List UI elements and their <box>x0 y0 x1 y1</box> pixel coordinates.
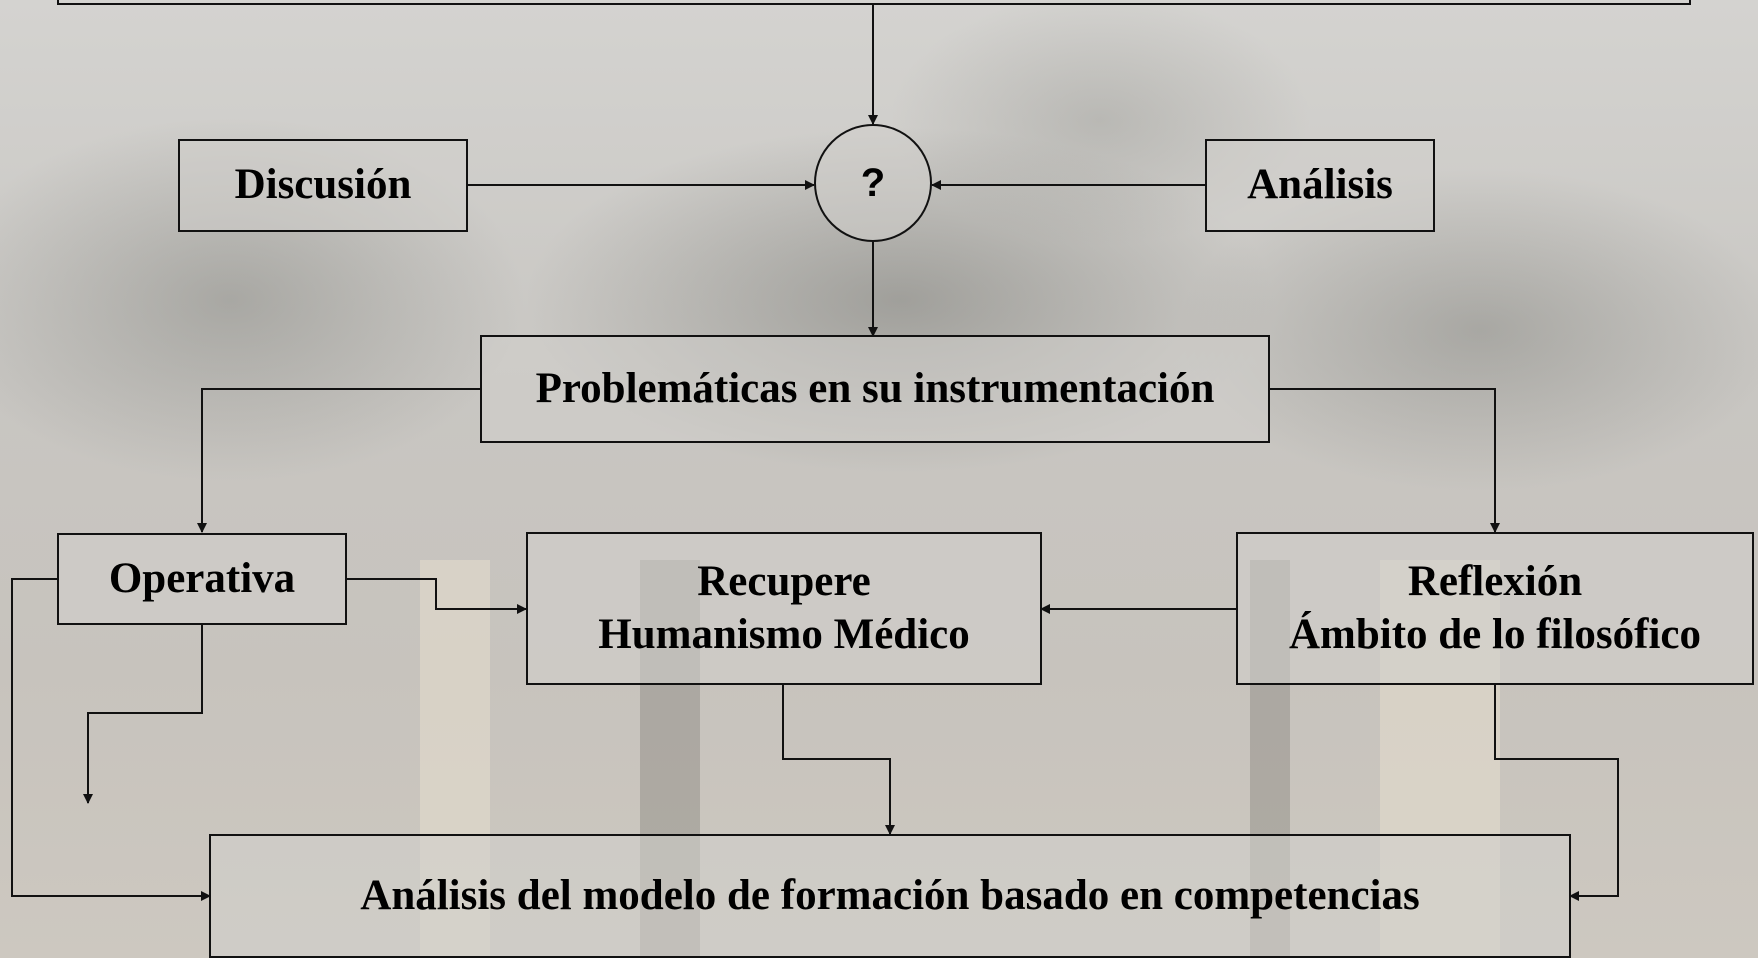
discusion-node: Discusión <box>178 139 468 232</box>
arrow-problematicas-to-operativa <box>197 388 480 533</box>
reflexion-line-1: Reflexión <box>1407 558 1583 606</box>
reflexion-node: Reflexión Ámbito de lo filosófico <box>1236 532 1754 685</box>
recupere-node: Recupere Humanismo Médico <box>526 532 1042 685</box>
analisis-node: Análisis <box>1205 139 1435 232</box>
problematicas-node: Problemáticas en su instrumentación <box>480 335 1270 443</box>
top-frame-edge <box>57 0 1691 5</box>
question-node: ? <box>814 124 932 242</box>
arrow-problematicas-to-reflexion <box>1268 388 1500 533</box>
modelo-node: Análisis del modelo de formación basado … <box>209 834 1571 958</box>
recupere-line-1: Recupere <box>697 558 871 606</box>
arrow-reflexion-to-modelo <box>1494 684 1619 901</box>
operativa-node: Operativa <box>57 533 347 625</box>
arrow-operativa-to-recupere <box>346 578 527 614</box>
recupere-line-2: Humanismo Médico <box>598 610 970 658</box>
reflexion-line-2: Ámbito de lo filosófico <box>1288 610 1702 658</box>
arrow-operativa-to-modelo <box>11 578 211 901</box>
arrow-operativa-down <box>83 624 203 804</box>
arrow-recupere-to-modelo <box>782 684 895 835</box>
